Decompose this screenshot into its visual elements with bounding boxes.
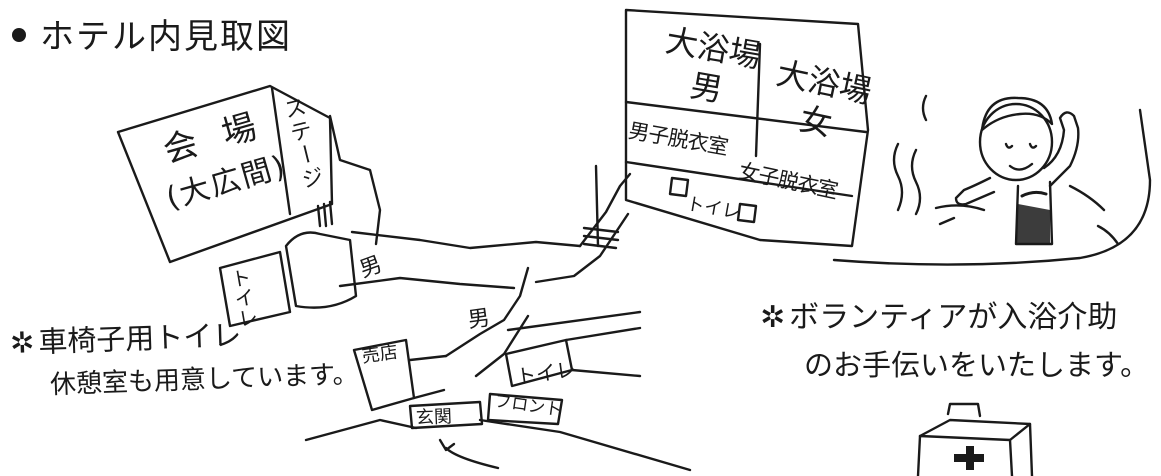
- stage-divider: [270, 86, 292, 216]
- corridor-to-bath: [578, 172, 632, 248]
- volunteer-note-line2: のお手伝いをいたします。: [804, 348, 1150, 382]
- wheelchair-note: ✲車椅子用トイレ: [9, 317, 242, 361]
- bath-toilet-box-left: [668, 176, 690, 198]
- hall-outline: [116, 84, 334, 264]
- men-room-2-label: 男: [466, 305, 492, 334]
- volunteer-note: ✲ボランティアが入浴介助: [760, 302, 1117, 334]
- street-line-right: [478, 418, 692, 472]
- map-title-text: ホテル内見取図: [40, 17, 292, 57]
- bath-building-outline: [624, 8, 870, 248]
- dressing-divider: [624, 160, 854, 198]
- bath-divider-vertical: [754, 42, 762, 158]
- first-aid-kit: [916, 402, 1034, 476]
- map-title: ホテル内見取図: [12, 17, 292, 57]
- water-ripples: [934, 184, 1120, 246]
- steam-line-2: [910, 148, 922, 216]
- lower-left-wall: [408, 354, 448, 400]
- bullet-dot: [12, 27, 26, 42]
- bather-illustration: [954, 96, 1080, 246]
- toilet-left-box: [218, 250, 292, 328]
- hall-side-wall: [328, 114, 382, 246]
- entrance-label: 玄関: [415, 406, 453, 429]
- entrance-box: [408, 400, 484, 430]
- stage-steps: [316, 200, 334, 228]
- right-wall-long: [506, 310, 642, 378]
- steam-line-1: [892, 142, 904, 212]
- volunteer-note-line1: ボランティアが入浴介助: [789, 300, 1118, 335]
- bath-steps: [582, 226, 620, 250]
- wheelchair-note-line1: 車椅子用トイレ: [37, 317, 242, 360]
- bath-toilet-box-right: [736, 202, 758, 224]
- bath-divider-horizontal: [624, 100, 868, 134]
- entrance-arrow: [438, 438, 500, 470]
- bathtub-edge: [832, 108, 1152, 266]
- corridor-right-wall: [534, 212, 630, 284]
- corridor-lower: [338, 276, 516, 290]
- corridor-upper: [350, 230, 582, 250]
- front-desk-box: [486, 392, 564, 426]
- bath-women-line2: 女: [796, 99, 836, 144]
- side-room-box: [284, 231, 358, 309]
- corridor-main-left: [444, 266, 530, 358]
- steam-line-3: [921, 94, 928, 122]
- note-marker-icon: ✲: [760, 300, 786, 335]
- street-line-left: [304, 418, 418, 442]
- bath-left-wall: [594, 164, 600, 248]
- note-marker-icon: ✲: [9, 325, 35, 361]
- bath-men-line2: 男: [687, 66, 726, 110]
